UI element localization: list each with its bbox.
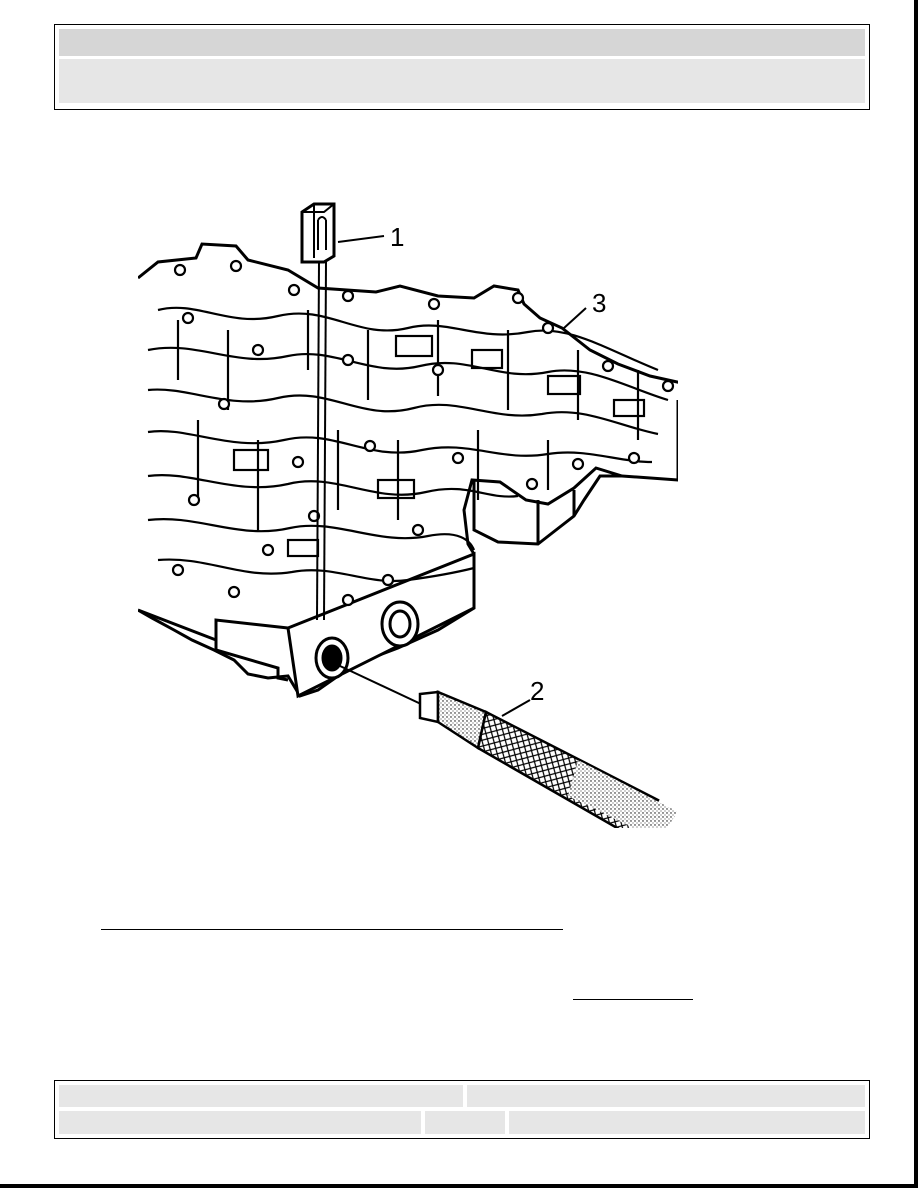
- header-title-bar: [59, 29, 865, 56]
- footer-right-top: [467, 1085, 865, 1107]
- footer-middle-bottom: [425, 1111, 505, 1134]
- document-footer: [54, 1080, 870, 1139]
- valve-body-illustration: 1 2 3: [138, 202, 678, 828]
- callout-leaders: [337, 235, 587, 717]
- caption-underline: [101, 929, 563, 930]
- link-underline: [573, 999, 693, 1000]
- footer-right-bottom-text: [509, 1111, 865, 1123]
- footer-left-bottom: [59, 1111, 421, 1134]
- header-subtitle: [59, 59, 865, 71]
- header-subtitle-bar: [59, 59, 865, 103]
- header-title: [59, 29, 865, 41]
- valve-bores: [314, 600, 420, 680]
- callout-2: 2: [530, 676, 544, 706]
- footer-right-bottom: [509, 1111, 865, 1134]
- pick-tool: [339, 665, 678, 828]
- callout-3: 3: [592, 288, 606, 318]
- document-header: [54, 24, 870, 110]
- valve-body-channels: [147, 306, 669, 583]
- callout-1: 1: [390, 222, 404, 252]
- footer-left-top-text: [59, 1085, 463, 1097]
- valve-body-bolt-holes: [171, 259, 675, 607]
- footer-left-bottom-text: [59, 1111, 421, 1123]
- footer-left-top: [59, 1085, 463, 1107]
- footer-middle-bottom-text: [425, 1111, 505, 1123]
- footer-right-top-text: [467, 1085, 865, 1097]
- retainer-clip: [300, 202, 336, 621]
